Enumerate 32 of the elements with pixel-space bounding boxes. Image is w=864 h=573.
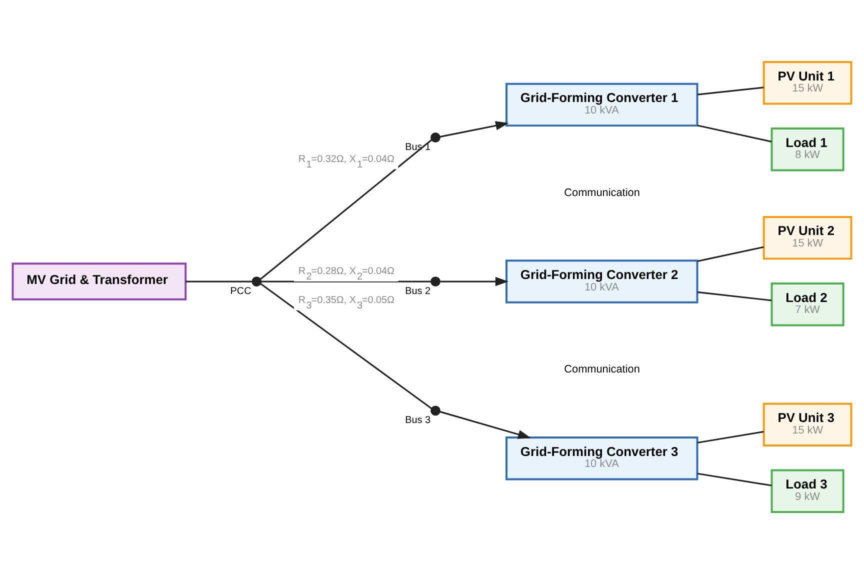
connector [697,290,772,301]
node-box: Load 3 9 kW [770,468,844,513]
connector [697,430,764,443]
node-label: Bus 3 [405,414,431,426]
label: Communication [564,186,640,198]
node-label: PCC [230,285,252,296]
node-box: Grid-Forming Converter 3 10 kVA [506,436,698,480]
node-box: PV Unit 1 15 kW [762,60,852,104]
node-circle [252,276,262,286]
connector [697,472,772,486]
node-label: Bus 2 [405,285,431,296]
node-box: MV Grid & Transformer [12,262,187,300]
connector [260,282,432,409]
node-circle [430,405,440,416]
node-box: PV Unit 2 15 kW [762,215,852,260]
node-box: PV Unit 3 15 kW [762,402,852,446]
arrow [440,120,509,138]
node-box: Grid-Forming Converter 1 10 kVA [506,82,698,126]
label: Communication [564,363,640,376]
node-box: Load 2 7 kW [770,282,844,326]
arrow [440,410,532,438]
connector [186,280,252,282]
node-circle [430,276,440,286]
connector [697,246,764,262]
connector [697,124,772,142]
connector [697,86,764,95]
connector [260,138,432,280]
node-box: Load 1 8 kW [770,127,844,171]
node-box: Grid-Forming Converter 2 10 kVA [506,259,698,303]
node-circle [430,132,440,142]
connector [261,280,431,282]
arrow [440,276,509,286]
